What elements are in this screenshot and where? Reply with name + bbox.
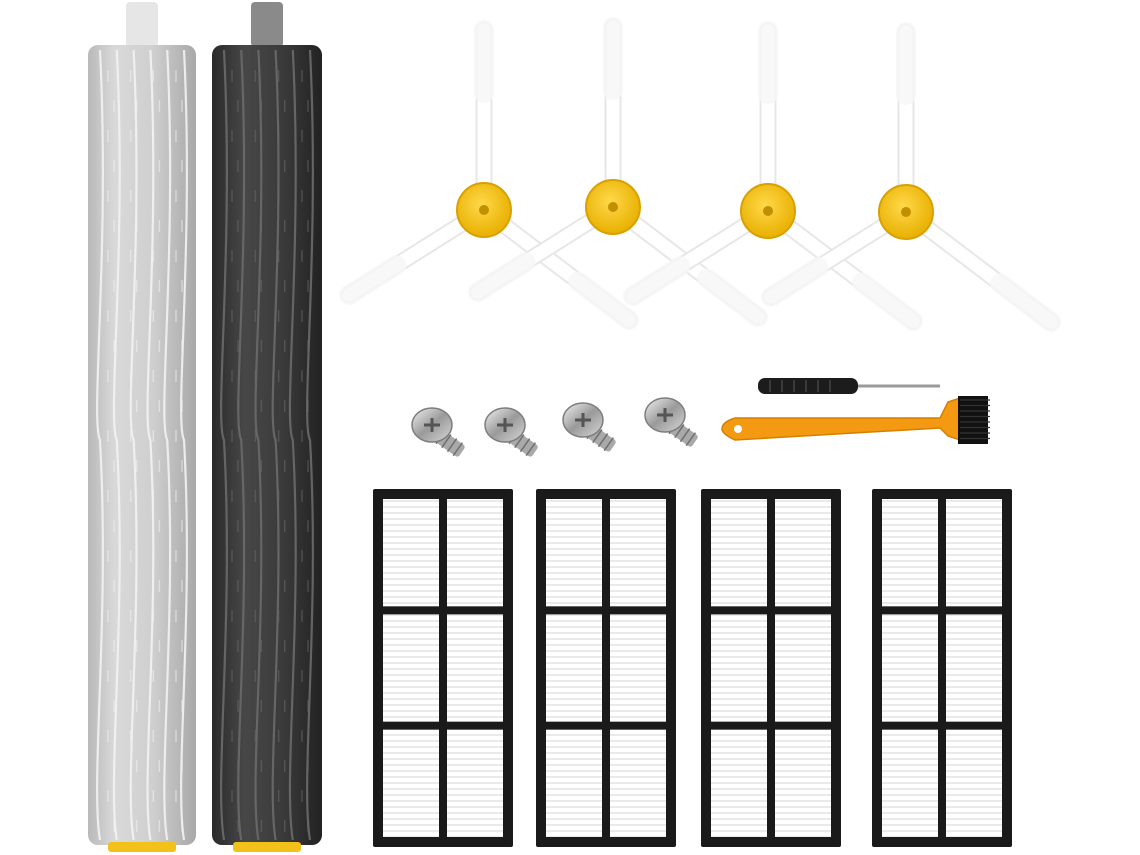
screw-3 (562, 402, 616, 452)
screws (411, 397, 698, 457)
side-brush-1 (339, 20, 639, 330)
screw-2 (484, 407, 538, 457)
roller-brush-1 (88, 2, 196, 852)
filter-cell (447, 614, 503, 722)
brush-hub-center (901, 207, 911, 217)
hepa-filter-1 (373, 489, 513, 847)
screw-1 (411, 407, 465, 457)
brush-handle (721, 396, 961, 442)
filter-cell (711, 499, 767, 607)
roller-fin (112, 49, 121, 841)
roller-fin (129, 49, 138, 841)
filter-cell (882, 499, 938, 607)
screw-thread-line (685, 432, 697, 447)
screw-thread-line (452, 442, 464, 457)
side-brush-2 (468, 17, 768, 327)
screwdriver-handle (758, 378, 858, 394)
brush-hub-center (608, 202, 618, 212)
roller-body (212, 45, 322, 845)
side-brush-3 (623, 21, 923, 331)
filter-cell (711, 729, 767, 837)
screw-thread-line (592, 429, 603, 444)
filter-cell (711, 614, 767, 722)
filter-cell (775, 729, 831, 837)
filter-cell (447, 499, 503, 607)
side-brush-4 (761, 22, 1061, 332)
brush-bristles (852, 272, 923, 331)
screw-thread-line (441, 434, 452, 449)
filter-cell (546, 614, 602, 722)
screw-thread-line (597, 433, 609, 448)
screw-thread-line (679, 428, 691, 443)
roller-end-cap (233, 842, 301, 852)
brush-bristles (761, 257, 829, 307)
filter-cell (882, 614, 938, 722)
brush-bristles (339, 255, 407, 305)
roller-fin (163, 49, 172, 841)
screw-thread-line (519, 438, 531, 453)
filter-cell (546, 729, 602, 837)
roller-fin (271, 49, 280, 841)
screw-4 (644, 397, 698, 447)
filter-cell (946, 499, 1002, 607)
filter-cell (610, 729, 666, 837)
screw-thread-line (514, 434, 525, 449)
roller-fin (220, 49, 228, 841)
filter-cell (383, 614, 439, 722)
brush-bristles (623, 256, 691, 306)
screw-thread-line (674, 424, 685, 439)
filter-cell (383, 729, 439, 837)
roller-shaft (251, 2, 283, 47)
brush-bristles (568, 271, 639, 330)
hepa-filter-2 (536, 489, 676, 847)
filter-cell (447, 729, 503, 837)
roller-end-cap (108, 842, 176, 852)
filter-cell (775, 614, 831, 722)
hepa-filter-4 (872, 489, 1012, 847)
roller-fin (96, 49, 104, 841)
tools (721, 378, 990, 444)
roller-shaft (126, 2, 158, 47)
roller-fin (146, 49, 155, 841)
roller-body (88, 45, 196, 845)
filter-cell (946, 729, 1002, 837)
roller-fin (306, 49, 314, 841)
screw-thread-line (446, 438, 458, 453)
brush-bristles (468, 252, 536, 302)
brush-hub-center (763, 206, 773, 216)
brush-hub-center (479, 205, 489, 215)
hepa-filter-3 (701, 489, 841, 847)
filter-cell (546, 499, 602, 607)
roller-brush-2 (212, 2, 322, 852)
cleaning-brush (721, 396, 990, 444)
brush-bristle-block (958, 396, 988, 444)
filter-cell (882, 729, 938, 837)
screwdriver (758, 378, 940, 394)
roller-fin (288, 49, 297, 841)
filter-cell (610, 499, 666, 607)
filter-cell (775, 499, 831, 607)
roller-brushes (88, 2, 322, 852)
screw-thread-line (525, 442, 537, 457)
brush-bristles (697, 268, 768, 327)
filter-cell (610, 614, 666, 722)
brush-bristles (990, 273, 1061, 332)
screw-thread-line (603, 437, 615, 452)
brush-hang-hole (734, 425, 742, 433)
filter-cell (946, 614, 1002, 722)
side-brushes (339, 17, 1061, 332)
hepa-filters (373, 489, 1012, 847)
roller-fin (237, 49, 246, 841)
filter-cell (383, 499, 439, 607)
roller-fin (180, 49, 188, 841)
